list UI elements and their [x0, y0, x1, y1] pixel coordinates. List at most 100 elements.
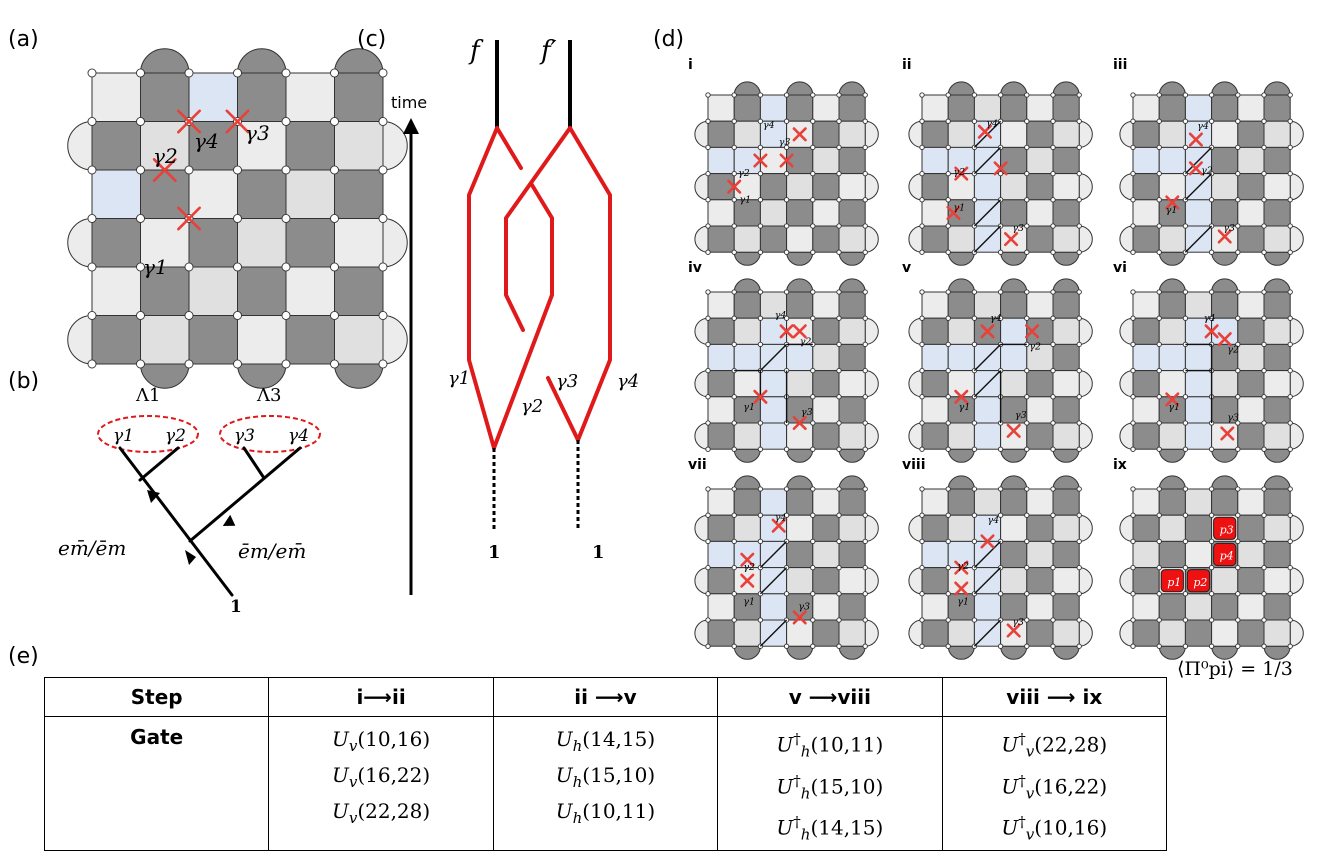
gamma-small-label: γ2: [800, 336, 812, 347]
gamma-small-label: γ4: [986, 118, 998, 129]
boundary-bump: [1289, 173, 1304, 201]
lattice-vertex: [757, 341, 764, 348]
boundary-bump: [1119, 225, 1134, 253]
lattice-cell: [838, 593, 866, 621]
boundary-bump: [947, 645, 975, 660]
lattice-vertex: [705, 144, 711, 151]
lattice-cell: [1052, 199, 1080, 227]
lattice-vertex: [1261, 643, 1267, 649]
lattice-vertex: [1024, 512, 1030, 518]
boundary-bump: [733, 448, 761, 463]
plaquette-box: [1213, 516, 1237, 540]
lattice-vertex: [757, 249, 764, 255]
lattice-vertex: [810, 591, 816, 597]
lattice-cell: [1026, 619, 1054, 647]
lattice-vertex: [1130, 249, 1136, 255]
lattice-cell: [285, 218, 335, 268]
lattice-cell: [1026, 225, 1054, 253]
majorana-cross: [980, 534, 995, 549]
lattice-cell: [838, 540, 866, 569]
lattice-vertex: [1050, 341, 1056, 348]
boundary-bump: [1078, 120, 1093, 148]
boundary-bump: [1078, 422, 1093, 450]
lattice-cell: [1132, 396, 1160, 424]
lattice-vertex: [1050, 394, 1056, 400]
lattice-vertex: [757, 118, 764, 124]
boundary-bump: [733, 475, 761, 490]
lattice-vertex: [731, 223, 737, 229]
boundary-bump: [908, 370, 923, 398]
lattice-cell: [1184, 343, 1213, 372]
lattice-cell: [237, 266, 287, 316]
lattice-vertex: [1235, 643, 1241, 649]
lattice-vertex: [836, 341, 842, 348]
boundary-bump: [1263, 278, 1291, 293]
gate-entry: U†v(16,22): [1001, 771, 1108, 803]
boundary-bump: [1119, 422, 1134, 450]
lattice-vertex: [705, 92, 711, 98]
lattice-cell: [838, 396, 866, 424]
lattice-vertex: [1261, 341, 1267, 348]
c-gamma2: γ2: [521, 396, 543, 417]
lattice-cell: [947, 619, 975, 647]
step-label: viii: [902, 457, 926, 473]
lattice-vertex: [1182, 617, 1189, 623]
gamma-small-label: γ2: [1201, 166, 1213, 177]
boundary-bump: [1078, 173, 1093, 201]
lattice-cell: [1026, 146, 1054, 175]
lattice-vertex: [330, 165, 339, 175]
lattice-vertex: [1287, 617, 1293, 623]
lattice-cell: [707, 540, 735, 569]
boundary-bump: [333, 363, 384, 389]
boundary-bump: [694, 422, 709, 450]
lattice-cell: [759, 317, 788, 345]
lattice-vertex: [705, 315, 711, 321]
lattice-cell: [1211, 619, 1239, 647]
lattice-cell: [1132, 146, 1160, 175]
lattice-vertex: [1287, 420, 1293, 426]
lattice-cell: [947, 94, 975, 122]
gamma-small-label: γ1: [743, 596, 755, 607]
majorana-cross: [779, 153, 794, 168]
lattice-vertex: [810, 486, 816, 492]
lattice-cell: [1132, 94, 1160, 122]
lattice-cell: [1184, 396, 1213, 424]
majorana-cross: [954, 389, 969, 404]
edge-line: [759, 540, 788, 569]
lattice-cell: [1158, 540, 1186, 569]
lattice-vertex: [757, 92, 764, 98]
lattice-cell: [188, 315, 238, 365]
lattice-vertex: [1261, 170, 1267, 177]
lattice-vertex: [862, 591, 868, 597]
lattice-cell: [334, 169, 384, 219]
lattice-vertex: [862, 420, 868, 426]
lattice-cell: [1211, 173, 1239, 201]
lattice-vertex: [997, 92, 1004, 98]
lattice-cell: [921, 593, 949, 621]
lattice-vertex: [919, 197, 925, 203]
row-label-gate: Gate: [43, 716, 270, 851]
lattice-vertex: [378, 165, 388, 175]
lattice-cell: [1026, 422, 1054, 450]
gamma-small-label: γ4: [775, 512, 787, 523]
boundary-bump: [1211, 475, 1239, 490]
table-gate-row: Gate Uv(10,16)Uv(16,22)Uv(22,28) Uh(14,1…: [43, 716, 1168, 851]
lattice-vertex: [1182, 223, 1189, 229]
lattice-cell: [1158, 120, 1186, 148]
lattice-cell: [1052, 567, 1080, 595]
header-step: Step: [43, 677, 270, 717]
b-gamma3: γ3: [234, 426, 255, 446]
boundary-bump: [1000, 448, 1028, 463]
lattice-cell: [921, 370, 949, 398]
lattice-cell: [1052, 146, 1080, 175]
boundary-bump: [236, 48, 287, 74]
lattice-cell: [1026, 514, 1054, 542]
lattice-vertex: [997, 591, 1004, 597]
lattice-vertex: [1261, 591, 1267, 597]
lattice-vertex: [1050, 446, 1056, 452]
majorana-cross: [1188, 161, 1203, 176]
edge-line: [973, 199, 1002, 227]
lattice-cell: [812, 540, 840, 569]
lattice-cell: [1132, 120, 1160, 148]
